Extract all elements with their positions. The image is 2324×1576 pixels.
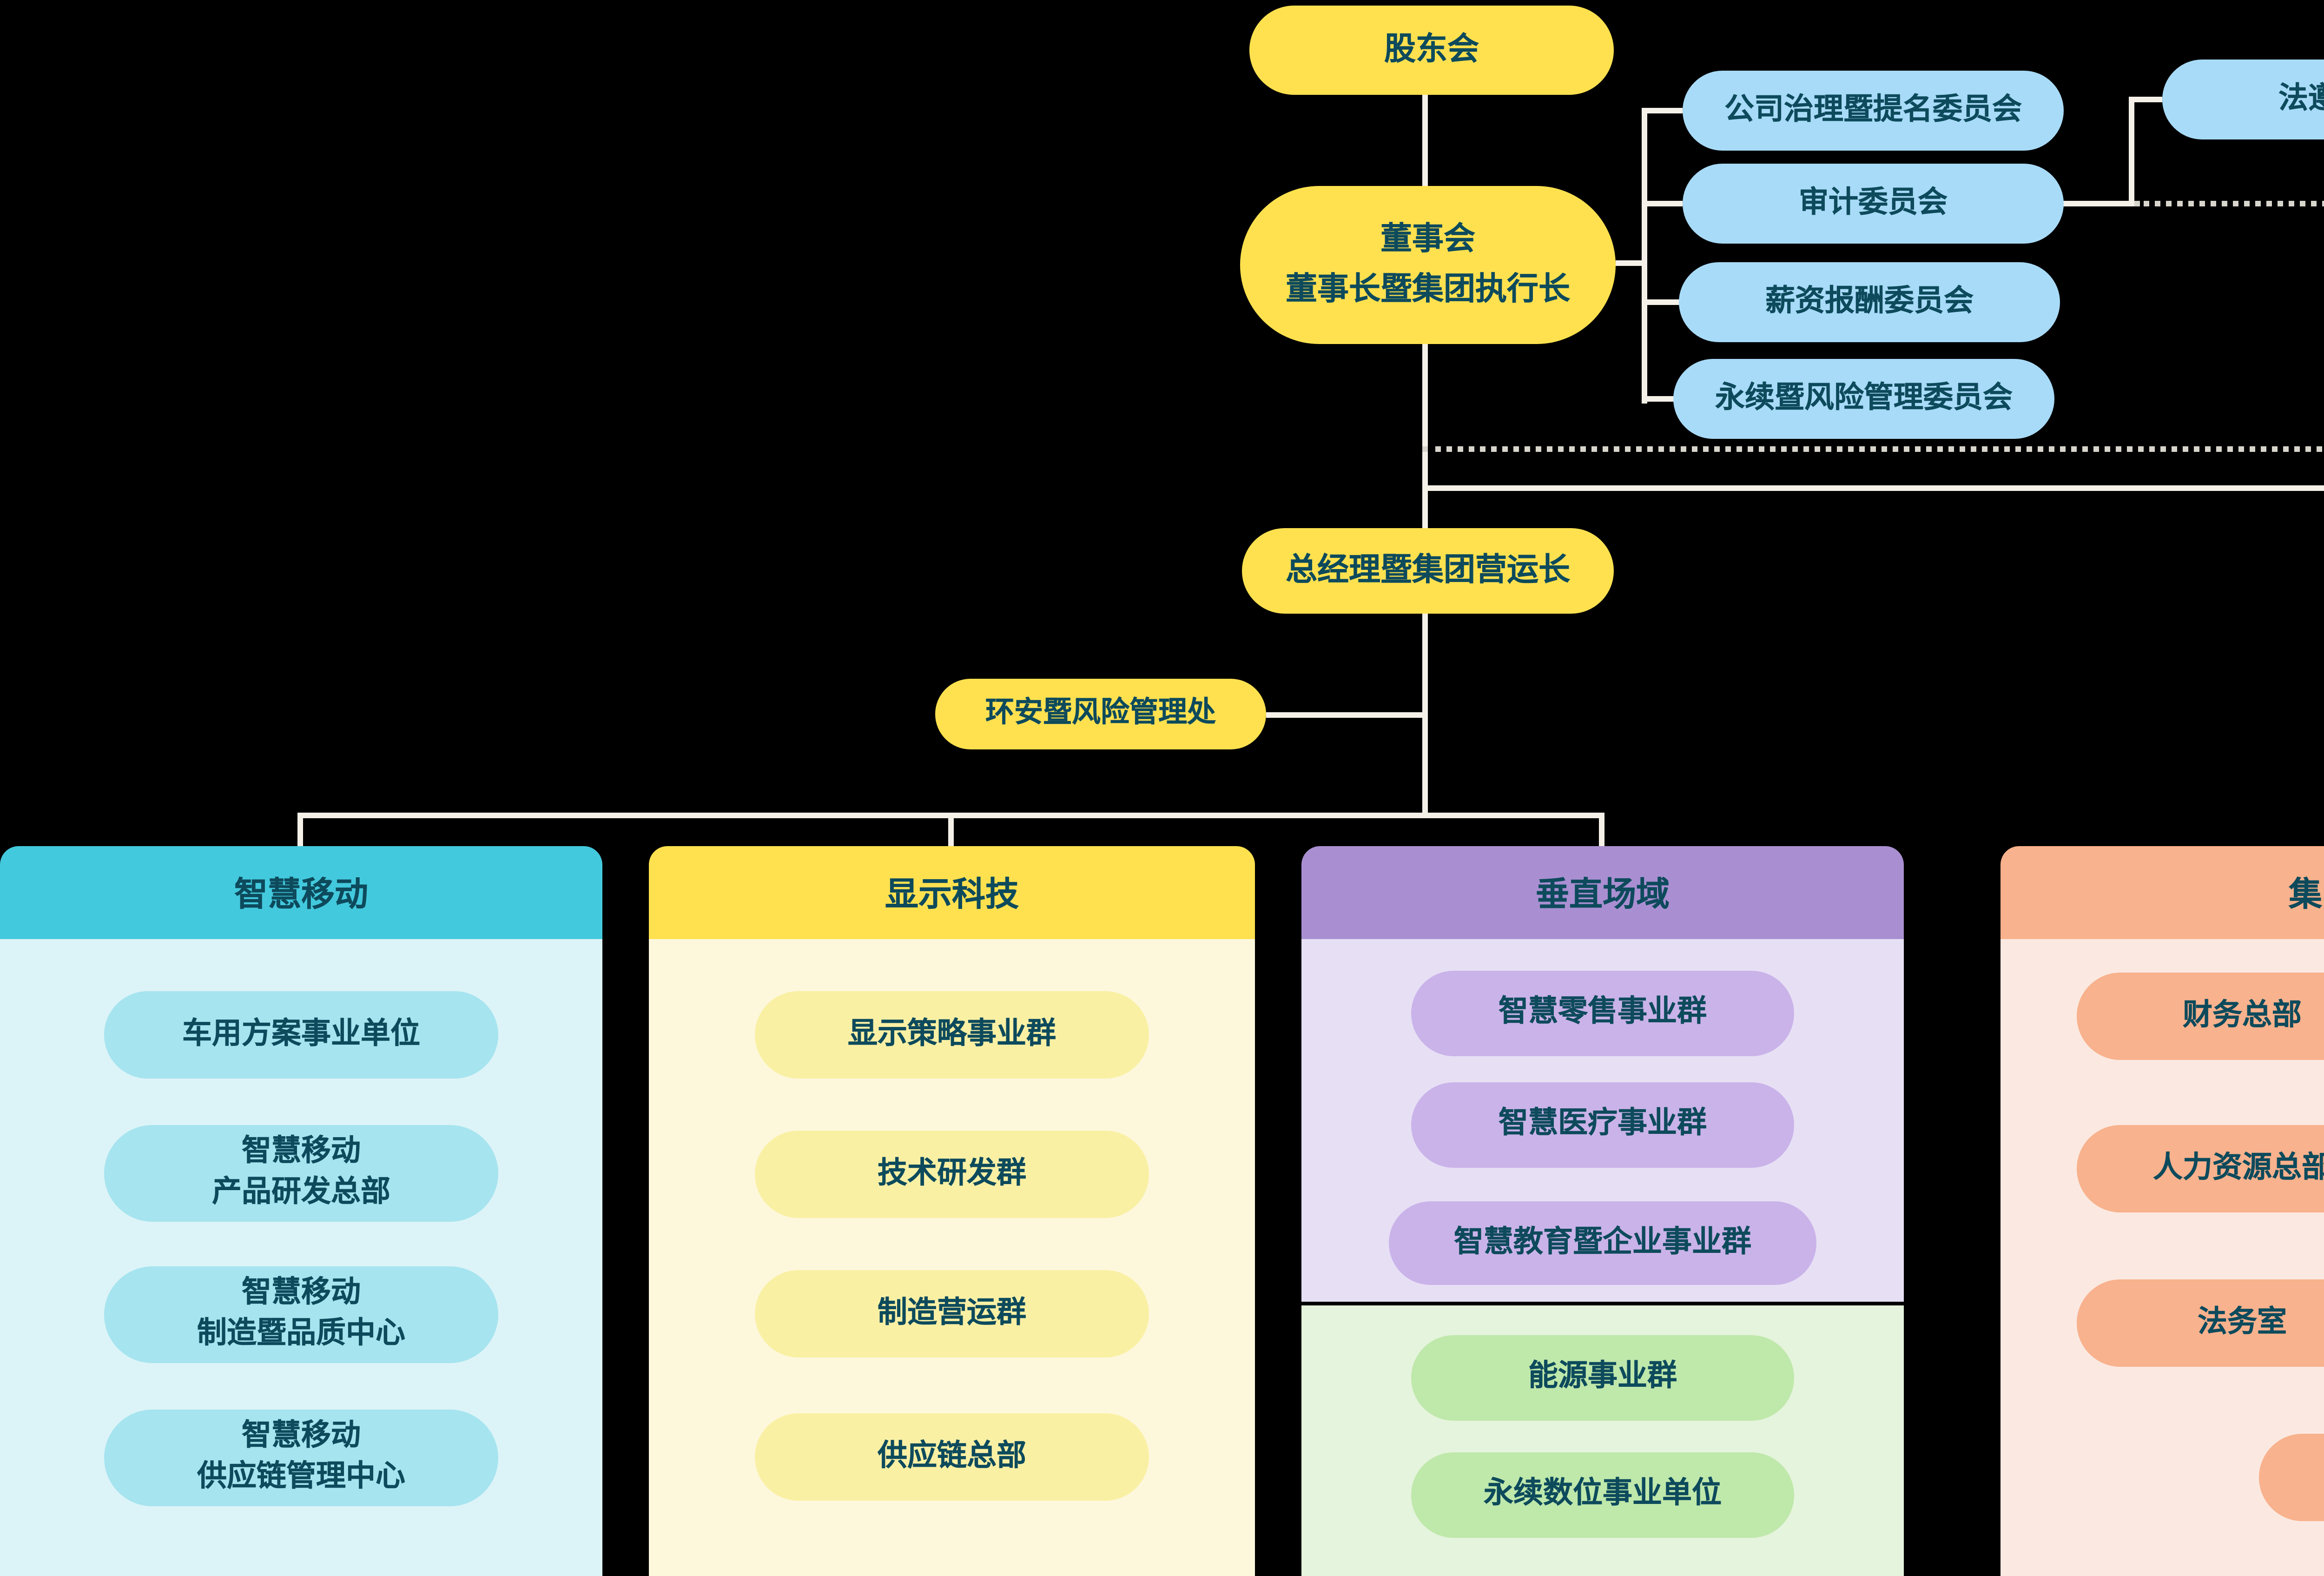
dotted-connector-line xyxy=(1422,446,2324,452)
group-operations-support: 集团营运支援单位 财务总部 数位技术发展总部 人力资源总部 永续发展总部 法务室… xyxy=(2000,846,2324,1576)
group-item-pill: 技术研发群 xyxy=(755,1131,1149,1218)
committee-pill: 公司治理暨提名委员会 xyxy=(1683,71,2064,151)
connector-line xyxy=(1642,201,1683,206)
group-item-pill: 智慧移动 产品研发总部 xyxy=(104,1125,498,1222)
node-compliance: 法遵总顾问 xyxy=(2162,60,2324,139)
group-item-pill: 车用方案事业单位 xyxy=(104,991,498,1079)
connector-line xyxy=(1422,485,2324,491)
node-ehs: 环安暨风险管理处 xyxy=(935,679,1266,749)
group-item-pill: 永续数位事业单位 xyxy=(1411,1452,1794,1538)
group-item-pill: 法务室 xyxy=(2077,1279,2324,1367)
connector-line xyxy=(2129,97,2162,102)
group-item-pill: 人力资源总部 xyxy=(2077,1125,2324,1212)
group-item-pill: 制造营运群 xyxy=(755,1270,1149,1357)
group-header: 智慧移动 xyxy=(0,846,602,939)
committee-pill: 永续暨风险管理委员会 xyxy=(1673,359,2054,439)
group-item-pill: 供应链总部 xyxy=(755,1413,1149,1501)
dotted-connector-line xyxy=(2134,201,2324,206)
group-item-pill: 智慧移动 制造暨品质中心 xyxy=(104,1266,498,1363)
connector-line xyxy=(948,813,954,846)
group-smart-mobility: 智慧移动 车用方案事业单位 智慧移动 产品研发总部 智慧移动 制造暨品质中心 智… xyxy=(0,846,602,1576)
group-item-pill: 显示策略事业群 xyxy=(755,991,1149,1079)
connector-line xyxy=(1422,614,1428,818)
node-board: 董事会 董事长暨集团执行长 xyxy=(1240,186,1616,344)
connector-line xyxy=(1642,396,1683,402)
committee-pill: 审计委员会 xyxy=(1683,164,2064,244)
connector-line xyxy=(297,813,303,846)
committee-pill: 薪资报酬委员会 xyxy=(1679,262,2060,342)
connector-line xyxy=(1642,108,1683,113)
connector-line xyxy=(2060,201,2134,206)
connector-line xyxy=(1642,108,1647,404)
group-item-pill: 智慧移动 供应链管理中心 xyxy=(104,1410,498,1506)
node-shareholders: 股东会 xyxy=(1249,6,1614,95)
group-item-pill: 智慧教育暨企业事业群 xyxy=(1389,1201,1816,1285)
connector-line xyxy=(2129,97,2134,206)
group-header: 显示科技 xyxy=(649,846,1255,939)
connector-line xyxy=(1266,712,1424,718)
connector-line xyxy=(1422,95,1428,186)
group-item-pill: 稽核管理处 xyxy=(2259,1434,2324,1521)
connector-line xyxy=(1642,299,1683,305)
group-item-pill: 能源事业群 xyxy=(1411,1335,1794,1421)
group-item-pill: 智慧医疗事业群 xyxy=(1411,1082,1794,1168)
connector-line xyxy=(1616,260,1645,266)
group-header: 集团营运支援单位 xyxy=(2000,846,2324,939)
connector-line xyxy=(1422,344,1428,530)
group-vertical-domains: 垂直场域 智慧零售事业群 智慧医疗事业群 智慧教育暨企业事业群 能源事业群 永续… xyxy=(1301,846,1904,1576)
group-display-tech: 显示科技 显示策略事业群 技术研发群 制造营运群 供应链总部 xyxy=(649,846,1255,1576)
group-item-pill: 智慧零售事业群 xyxy=(1411,971,1794,1056)
connector-line xyxy=(1599,813,1604,846)
group-header: 垂直场域 xyxy=(1301,846,1904,939)
node-coo: 总经理暨集团营运长 xyxy=(1242,528,1614,614)
group-item-pill: 财务总部 xyxy=(2077,973,2324,1060)
